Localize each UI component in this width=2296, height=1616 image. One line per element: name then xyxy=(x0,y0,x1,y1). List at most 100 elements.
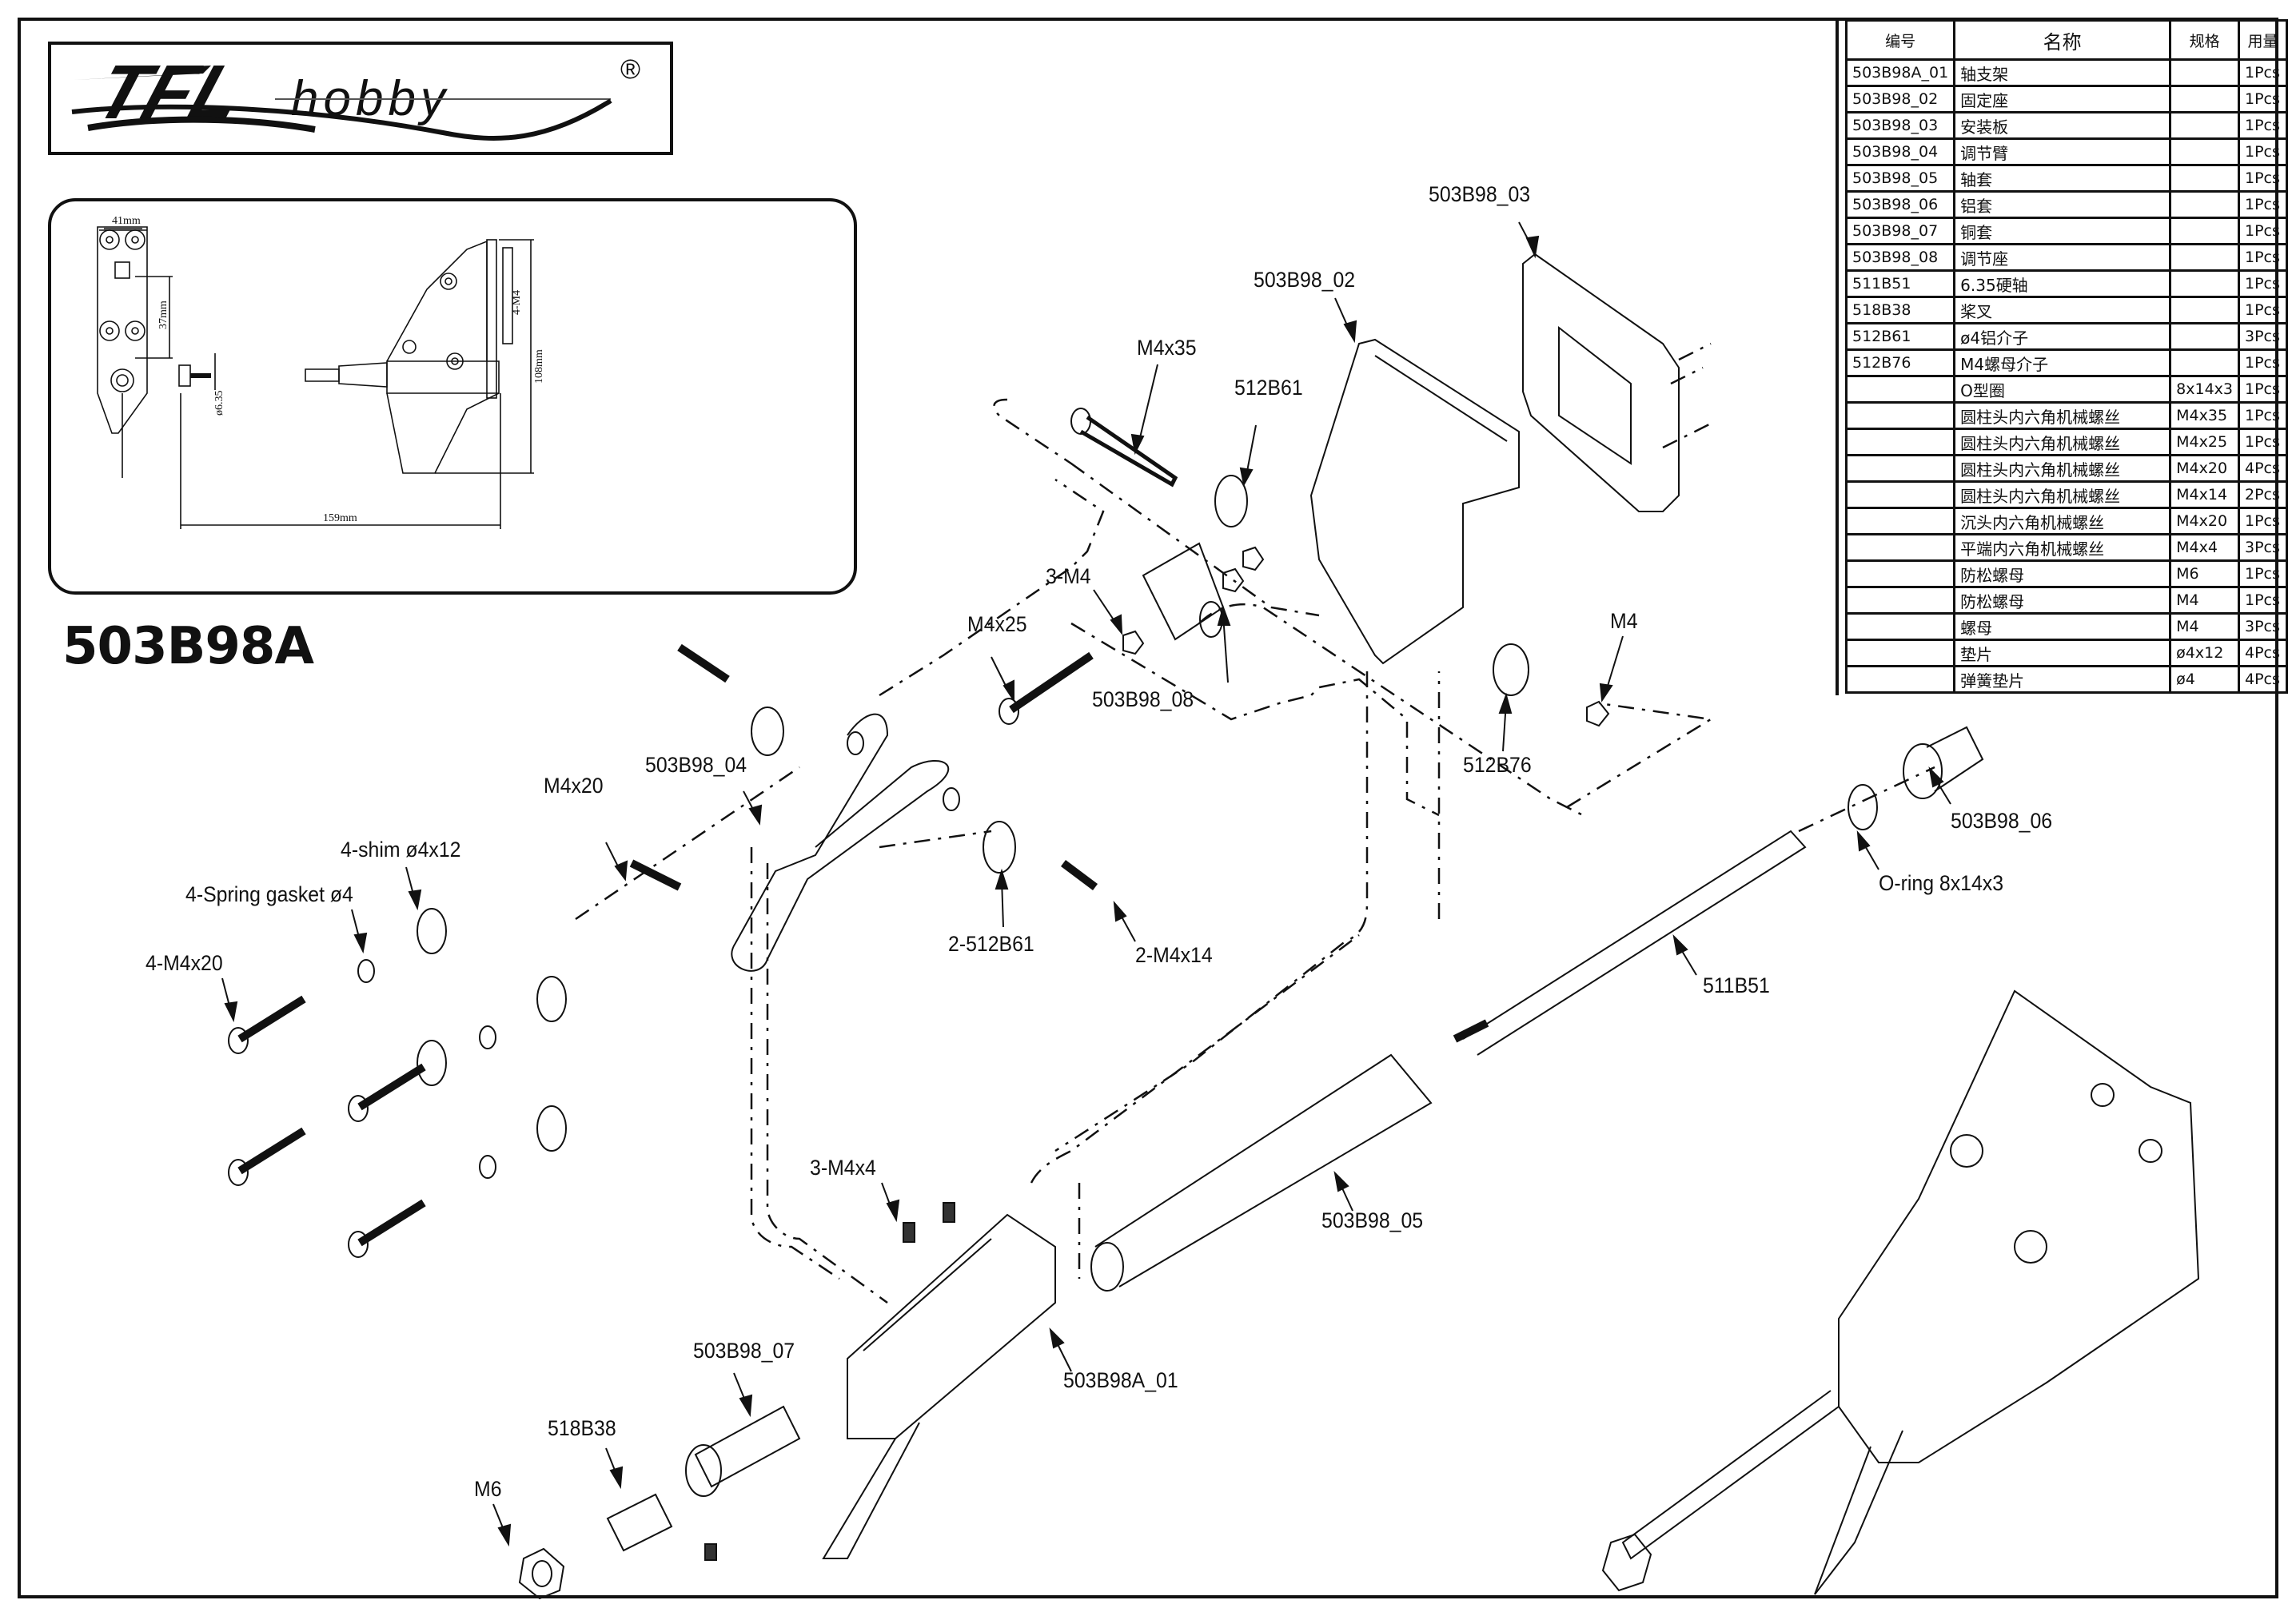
part-spec-cell: ø4 xyxy=(2169,665,2240,694)
part-code-cell xyxy=(1844,559,1956,588)
header-name: 名称 xyxy=(1953,19,2172,61)
part-spec-cell xyxy=(2169,243,2240,272)
callout-shim: 4-shim ø4x12 xyxy=(341,838,461,862)
part-spec-cell: ø4x12 xyxy=(2169,639,2240,667)
part-spec-cell: M6 xyxy=(2169,559,2240,588)
dim-width-label: 41mm xyxy=(112,215,141,227)
part-qty-cell: 1Pcs xyxy=(2238,269,2288,298)
washer-2-512b61-shape xyxy=(983,821,1016,874)
part-name-cell: O型圈 xyxy=(1953,375,2172,404)
part-code-cell xyxy=(1844,665,1956,694)
part-name-cell: 调节座 xyxy=(1953,243,2172,272)
drawing-frame xyxy=(18,18,2278,1598)
part-spec-cell xyxy=(2169,322,2240,351)
brass-sleeve-07-shape xyxy=(694,1405,801,1488)
part-name-cell: 垫片 xyxy=(1953,639,2172,667)
part-code-cell: 511B51 xyxy=(1844,269,1956,298)
part-spec-cell xyxy=(2169,137,2240,166)
callout-bolt-2-m4x14: 2-M4x14 xyxy=(1135,943,1213,967)
callout-part-07: 503B98_07 xyxy=(693,1339,795,1363)
nut-m4-shape xyxy=(1122,630,1145,655)
part-name-cell: 铝套 xyxy=(1953,190,2172,219)
parts-table-header: 编号 名称 规格 用量 xyxy=(1844,19,2288,61)
dim-hole-spacing-label: 37mm xyxy=(157,301,169,329)
part-spec-cell: M4x14 xyxy=(2169,480,2240,509)
callout-nut-m4: M4 xyxy=(1610,609,1638,633)
dim-length-label: 159mm xyxy=(323,512,357,524)
callout-part-08: 503B98_08 xyxy=(1092,687,1194,711)
callout-prop-drive-518b38: 518B38 xyxy=(548,1416,616,1440)
callout-part-03: 503B98_03 xyxy=(1429,182,1531,206)
header-spec: 规格 xyxy=(2169,19,2240,61)
part-code-cell: 503B98_03 xyxy=(1844,111,1956,140)
callout-bolt-m4x25: M4x25 xyxy=(967,612,1027,636)
part-qty-cell: 4Pcs xyxy=(2238,639,2288,667)
part-qty-cell: 1Pcs xyxy=(2238,190,2288,219)
part-name-cell: 轴套 xyxy=(1953,164,2172,193)
bolt-m4x14-shape xyxy=(1061,860,1098,890)
part-name-cell: 调节臂 xyxy=(1953,137,2172,166)
part-qty-cell: 1Pcs xyxy=(2238,243,2288,272)
callout-nut-spacer-512b76: 512B76 xyxy=(1463,753,1532,777)
header-qty: 用量 xyxy=(2238,19,2288,61)
dimension-view-panel: 41mm 37mm 108mm 159mm ø6.35 4-M4 xyxy=(48,198,857,595)
part-spec-cell xyxy=(2169,58,2240,87)
shaft-511b51-shape xyxy=(1453,830,1807,1056)
callout-arrows xyxy=(221,221,1951,1547)
adjust-seat-08-shape xyxy=(1142,542,1225,641)
nut-spacer-512b76-shape xyxy=(1493,643,1529,696)
part-spec-cell xyxy=(2169,85,2240,113)
callout-bolt-m4x20-countersunk: M4x20 xyxy=(544,774,604,798)
callout-washer-2-512b61: 2-512B61 xyxy=(948,932,1034,956)
part-qty-cell: 3Pcs xyxy=(2238,322,2288,351)
strut-bracket-01-shape xyxy=(822,1213,1056,1559)
part-name-cell: M4螺母介子 xyxy=(1953,348,2172,377)
part-qty-cell: 1Pcs xyxy=(2238,401,2288,430)
part-code-cell xyxy=(1844,612,1956,641)
callout-nut-m6: M6 xyxy=(474,1477,502,1501)
prop-drive-518b38-shape xyxy=(606,1493,673,1552)
part-qty-cell: 1Pcs xyxy=(2238,586,2288,615)
header-code: 编号 xyxy=(1844,19,1956,61)
part-code-cell: 503B98_08 xyxy=(1844,243,1956,272)
part-spec-cell xyxy=(2169,296,2240,324)
part-spec-cell: M4 xyxy=(2169,612,2240,641)
part-qty-cell: 1Pcs xyxy=(2238,559,2288,588)
dim-height-label: 108mm xyxy=(533,349,545,384)
washer-512b61-shape xyxy=(1214,475,1248,527)
part-name-cell: 圆柱头内六角机械螺丝 xyxy=(1953,401,2172,430)
fastener-set-shapes xyxy=(228,643,784,1258)
part-spec-cell: M4 xyxy=(2169,586,2240,615)
callout-part-01: 503B98A_01 xyxy=(1063,1368,1178,1392)
part-name-cell: 圆柱头内六角机械螺丝 xyxy=(1953,428,2172,456)
brand-logo: TFL hobby ® xyxy=(48,42,673,155)
callout-part-02: 503B98_02 xyxy=(1254,268,1356,292)
part-name-cell: 防松螺母 xyxy=(1953,586,2172,615)
part-qty-cell: 1Pcs xyxy=(2238,428,2288,456)
part-name-cell: ø4铝介子 xyxy=(1953,322,2172,351)
callout-washer-512b61: 512B61 xyxy=(1234,376,1303,400)
part-name-cell: 轴支架 xyxy=(1953,58,2172,87)
part-code-cell xyxy=(1844,454,1956,483)
part-name-cell: 防松螺母 xyxy=(1953,559,2172,588)
part-name-cell: 固定座 xyxy=(1953,85,2172,113)
part-qty-cell: 1Pcs xyxy=(2238,507,2288,535)
part-qty-cell: 4Pcs xyxy=(2238,454,2288,483)
part-code-cell xyxy=(1844,586,1956,615)
part-code-cell: 503B98_06 xyxy=(1844,190,1956,219)
part-name-cell: 6.35硬轴 xyxy=(1953,269,2172,298)
part-code-cell: 512B76 xyxy=(1844,348,1956,377)
part-qty-cell: 1Pcs xyxy=(2238,137,2288,166)
